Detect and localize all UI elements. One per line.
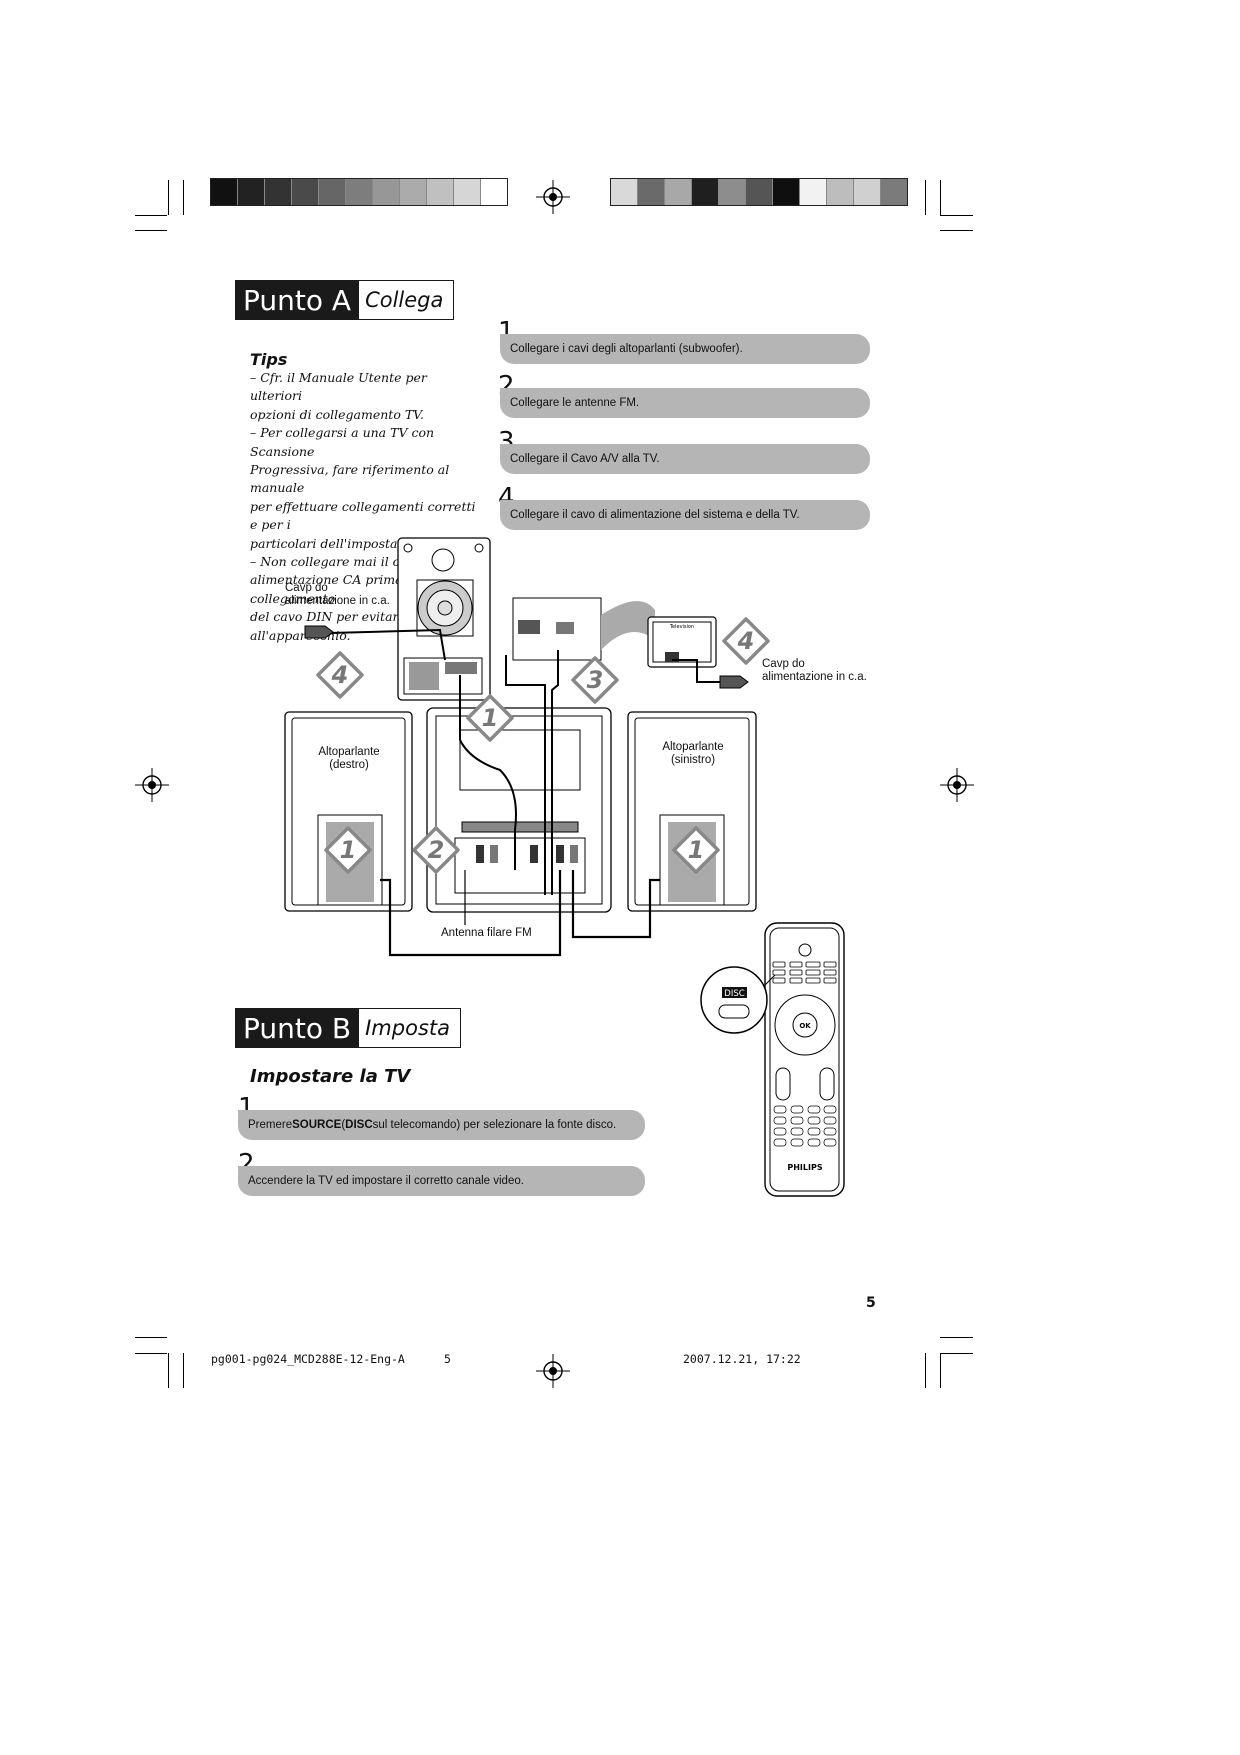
svg-text:PHILIPS: PHILIPS <box>787 1163 822 1172</box>
color-swatch <box>773 179 800 205</box>
step-a-4: Collegare il cavo di alimentazione del s… <box>500 500 870 530</box>
step-marker: 3 <box>571 656 619 704</box>
color-swatch <box>211 179 238 205</box>
color-calibration-bar-right <box>610 178 908 206</box>
step-marker: 1 <box>466 694 514 742</box>
color-swatch <box>827 179 854 205</box>
speaker-right-box <box>284 711 413 912</box>
tips-line: – Cfr. il Manuale Utente per ulteriori <box>250 370 427 404</box>
tips-text: – Cfr. il Manuale Utente per ulteriori op… <box>250 369 480 645</box>
step-marker: 2 <box>412 826 460 874</box>
step-marker-number: 1 <box>339 836 357 864</box>
section-b-subtitle: Imposta <box>359 1008 461 1048</box>
color-swatch <box>800 179 827 205</box>
step-marker-number: 4 <box>331 661 349 689</box>
color-calibration-bar-left <box>210 178 508 206</box>
step-marker: 4 <box>722 617 770 665</box>
registration-mark-right <box>940 768 974 802</box>
section-a-subtitle: Collega <box>359 280 455 320</box>
registration-mark-left <box>135 768 169 802</box>
svg-text:OK: OK <box>799 1022 811 1030</box>
tips-line: opzioni di collegamento TV. <box>250 406 424 422</box>
step-b-2: Accendere la TV ed impostare il corretto… <box>238 1166 645 1196</box>
color-swatch <box>346 179 373 205</box>
color-swatch <box>454 179 481 205</box>
antenna-label: Antenna filare FM <box>441 927 532 939</box>
footer-filename: pg001-pg024_MCD288E-12-Eng-A <box>211 1352 405 1366</box>
step-marker-number: 1 <box>481 704 499 732</box>
page-number: 5 <box>866 1295 876 1311</box>
section-a-header: Punto A Collega <box>235 280 455 320</box>
step-a-2: Collegare le antenne FM. <box>500 388 870 418</box>
step-marker: 4 <box>316 651 364 699</box>
connection-diagram: Television <box>284 537 757 957</box>
color-swatch <box>265 179 292 205</box>
color-swatch <box>373 179 400 205</box>
tips-line: del cavo DIN per evitare danni <box>250 609 446 625</box>
svg-text:DISC: DISC <box>724 989 744 999</box>
section-b-heading: Impostare la TV <box>250 1066 411 1087</box>
subwoofer <box>397 537 491 701</box>
registration-mark-top <box>536 180 570 214</box>
color-swatch <box>611 179 638 205</box>
tips-line: Progressiva, fare riferimento al manuale <box>250 462 450 496</box>
color-swatch <box>692 179 719 205</box>
tips-line: – Per collegarsi a una TV con Scansione <box>250 425 435 459</box>
tips-line: – Non collegare mai il cavo di <box>250 554 438 570</box>
color-swatch <box>400 179 427 205</box>
step-marker: 1 <box>324 826 372 874</box>
svg-text:Television: Television <box>669 624 694 630</box>
section-b-header: Punto B Imposta <box>235 1008 461 1048</box>
color-swatch <box>881 179 907 205</box>
color-swatch <box>292 179 319 205</box>
section-a-title: Punto A <box>235 280 360 320</box>
speaker-right-label: Altoparlante(destro) <box>318 746 380 771</box>
color-swatch <box>481 179 507 205</box>
tips-title: Tips <box>250 350 288 369</box>
step-marker-number: 3 <box>586 666 604 694</box>
color-swatch <box>719 179 746 205</box>
remote-control: OK PHILIPS DISC <box>700 922 845 1197</box>
color-swatch <box>238 179 265 205</box>
speaker-left-label: Altoparlante(sinistro) <box>662 741 724 766</box>
step-marker-number: 4 <box>737 627 755 655</box>
color-swatch <box>427 179 454 205</box>
section-b-title: Punto B <box>235 1008 360 1048</box>
footer-date: 2007.12.21, 17:22 <box>683 1352 801 1366</box>
step-b-1: Premere SOURCE (DISC sul telecomando) pe… <box>238 1110 645 1140</box>
color-swatch <box>319 179 346 205</box>
tips-box: Tips – Cfr. il Manuale Utente per ulteri… <box>250 350 480 645</box>
color-swatch <box>665 179 692 205</box>
step-marker-number: 2 <box>427 836 445 864</box>
color-swatch <box>638 179 665 205</box>
footer-page: 5 <box>444 1352 451 1366</box>
color-swatch <box>746 179 773 205</box>
color-swatch <box>854 179 881 205</box>
tips-line: particolari dell'impostazione. <box>250 535 436 551</box>
step-a-1: Collegare i cavi degli altoparlanti (sub… <box>500 334 870 364</box>
tips-line: alimentazione CA prima del collegamento <box>250 572 426 606</box>
registration-mark-bottom <box>536 1354 570 1388</box>
step-marker: 1 <box>672 826 720 874</box>
step-a-3: Collegare il Cavo A/V alla TV. <box>500 444 870 474</box>
step-marker-number: 1 <box>687 836 705 864</box>
tips-line: per effettuare collegamenti corretti e p… <box>250 498 476 533</box>
